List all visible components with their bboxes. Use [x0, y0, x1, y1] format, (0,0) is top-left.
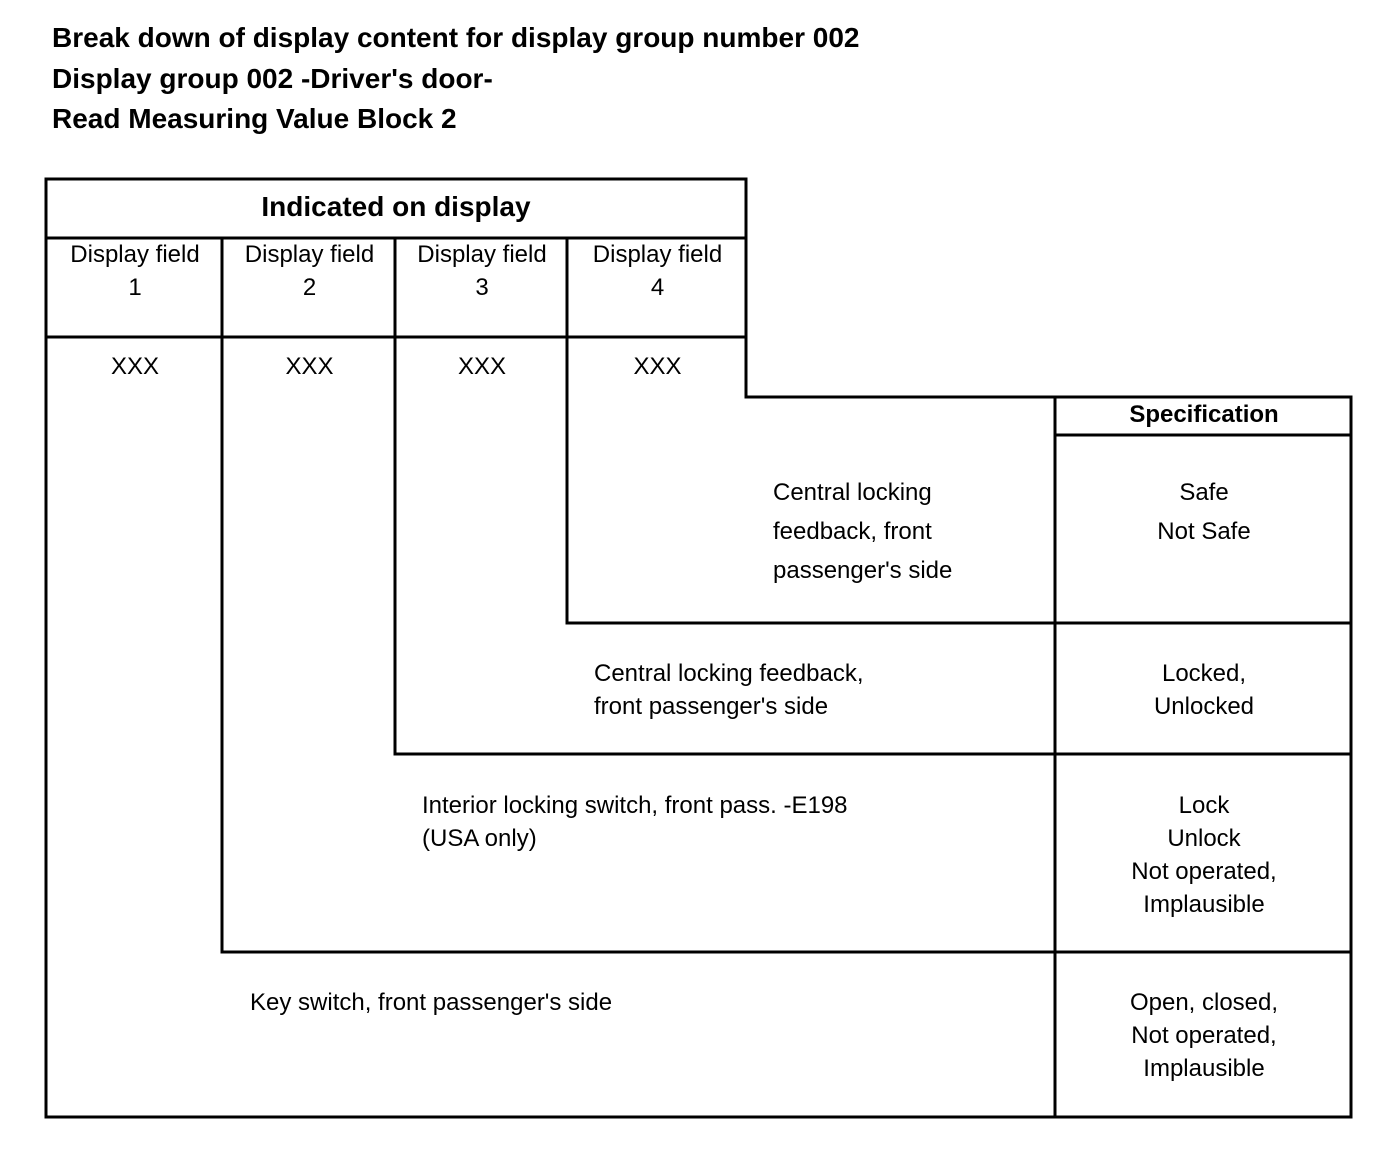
row-field-2-specification: Lock Unlock Not operated, Implausible	[1057, 789, 1351, 921]
row-field-2-description: Interior locking switch, front pass. -E1…	[422, 789, 848, 855]
header-title-line-1: Break down of display content for displa…	[52, 22, 860, 53]
description-line: passenger's side	[773, 557, 953, 584]
description-line: front passenger's side	[594, 693, 829, 720]
row-field-3-specification: Locked, Unlocked	[1057, 657, 1351, 723]
display-field-3-header: Display field 3	[397, 238, 567, 304]
description-line: Central locking	[773, 479, 932, 506]
specification-header: Specification	[1129, 401, 1279, 428]
description-line: Central locking feedback,	[594, 660, 864, 687]
display-field-label: Display field	[70, 241, 200, 268]
row-field-4-description: Central locking feedback, front passenge…	[773, 473, 952, 590]
description-line: (USA only)	[422, 825, 537, 852]
display-field-label: Display field	[244, 241, 375, 268]
description-line: Interior locking switch, front pass. -E1…	[422, 792, 848, 819]
display-field-1-value: XXX	[110, 353, 160, 380]
specification-line: Safe	[1179, 479, 1229, 506]
specification-line: Implausible	[1143, 1055, 1265, 1082]
specification-line: Locked,	[1161, 660, 1247, 687]
row-field-1-specification: Open, closed, Not operated, Implausible	[1057, 986, 1351, 1085]
indicated-on-display-title: Indicated on display	[261, 191, 531, 222]
specification-line: Not operated,	[1131, 858, 1277, 885]
display-field-number: 3	[475, 274, 489, 301]
display-field-4-header: Display field 4	[569, 238, 746, 304]
display-field-label: Display field	[592, 241, 723, 268]
display-field-number: 4	[650, 274, 665, 301]
row-field-3-description: Central locking feedback, front passenge…	[594, 657, 863, 723]
display-field-number: 1	[128, 274, 142, 301]
display-field-4-value: XXX	[633, 353, 682, 380]
specification-line: Lock	[1178, 792, 1230, 819]
display-field-2-value: XXX	[285, 353, 334, 380]
display-field-2-header: Display field 2	[224, 238, 395, 304]
description-line: Key switch, front passenger's side	[250, 989, 613, 1016]
display-field-3-value: XXX	[457, 353, 507, 380]
specification-line: Not operated,	[1131, 1022, 1277, 1049]
specification-line: Unlocked	[1153, 693, 1255, 720]
specification-line: Unlock	[1167, 825, 1241, 852]
display-field-1-header: Display field 1	[48, 238, 222, 304]
description-line: feedback, front	[773, 518, 932, 545]
specification-line: Open, closed,	[1129, 989, 1279, 1016]
specification-line: Not Safe	[1157, 518, 1251, 545]
header-title-line-3: Read Measuring Value Block 2	[52, 103, 457, 134]
specification-line: Implausible	[1143, 891, 1265, 918]
row-field-4-specification: Safe Not Safe	[1057, 473, 1351, 551]
row-field-1-description: Key switch, front passenger's side	[250, 986, 612, 1019]
display-field-number: 2	[302, 274, 317, 301]
header-title-line-2: Display group 002 -Driver's door-	[52, 63, 493, 94]
display-field-label: Display field	[417, 241, 547, 268]
